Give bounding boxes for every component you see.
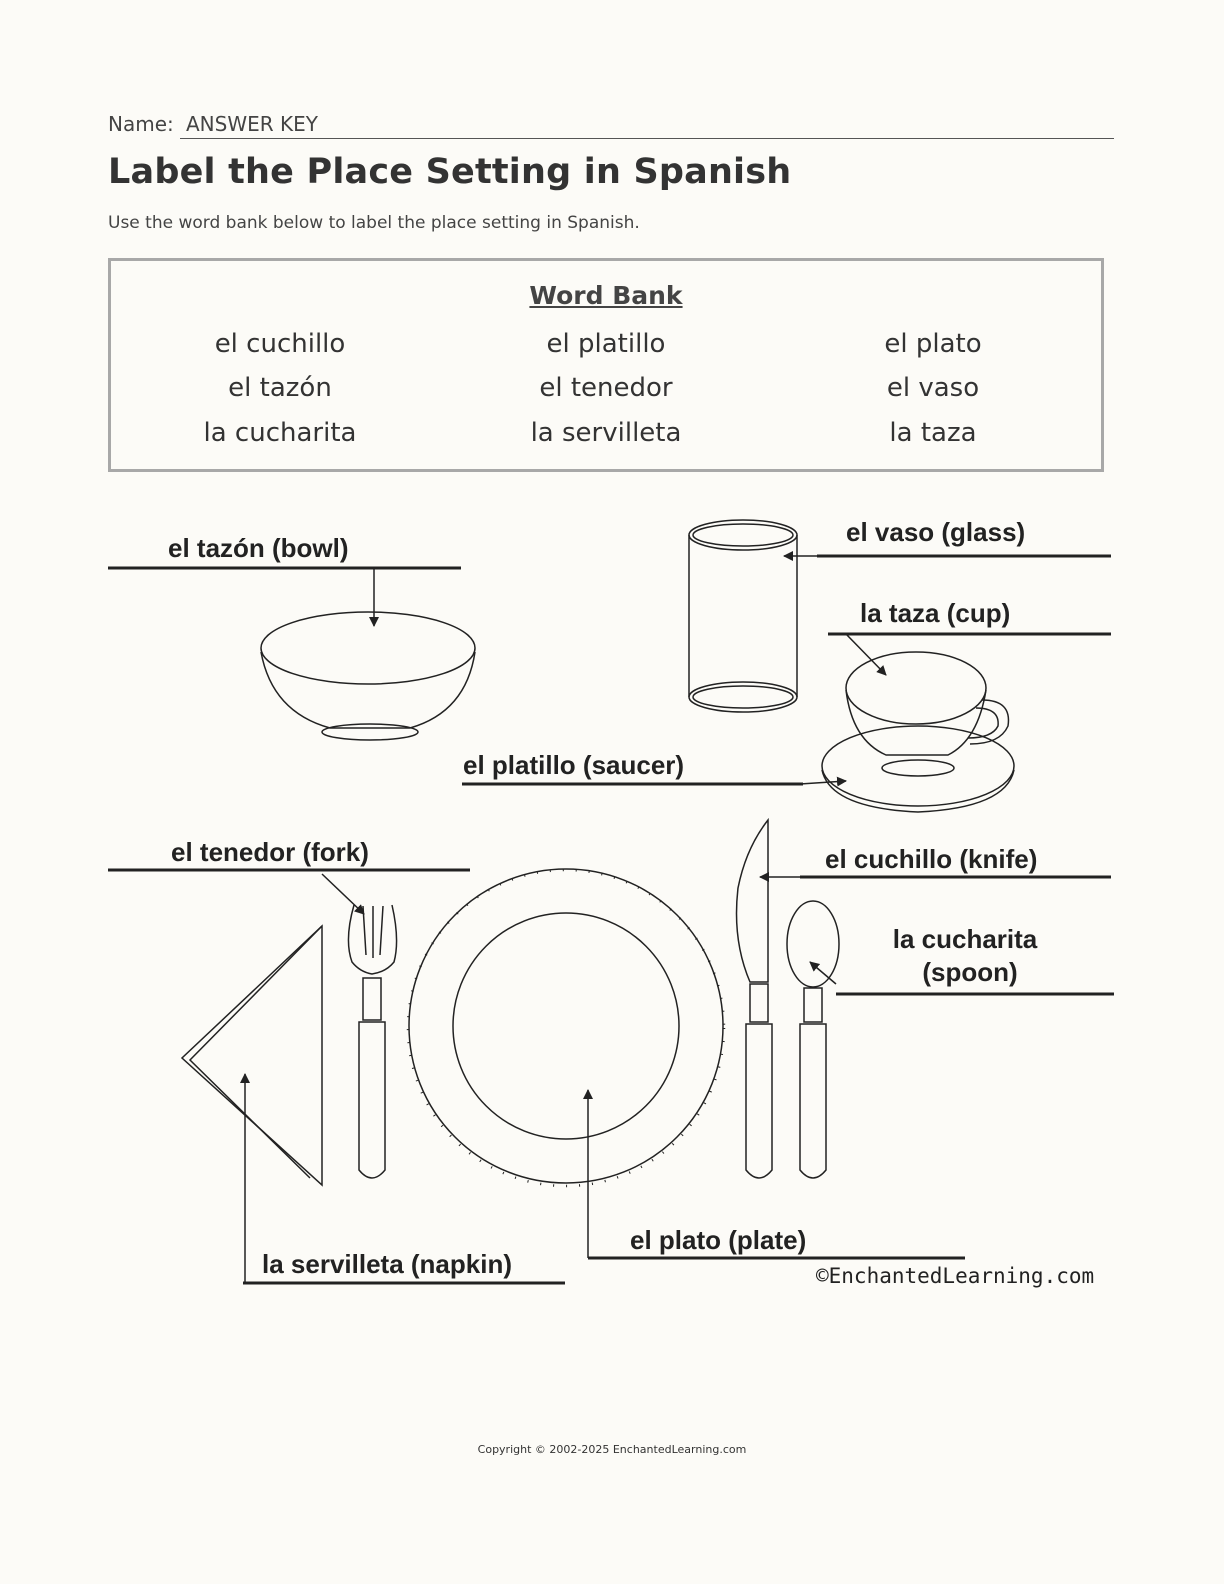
- glass-label: el vaso (glass): [846, 517, 1025, 547]
- napkin-label: la servilleta (napkin): [262, 1249, 512, 1279]
- plate-icon: [408, 869, 724, 1186]
- cup-icon: [846, 652, 1008, 776]
- spoon-label-line1: la cucharita: [893, 924, 1038, 954]
- napkin-icon: [182, 926, 322, 1185]
- saucer-label: el platillo (saucer): [463, 750, 684, 780]
- fork-icon: [348, 905, 396, 1178]
- footer-copyright: Copyright © 2002-2025 EnchantedLearning.…: [0, 1443, 1224, 1456]
- saucer-arrow: [800, 781, 846, 784]
- spoon-label-line2: (spoon): [922, 957, 1017, 987]
- bowl-label: el tazón (bowl): [168, 533, 349, 563]
- fork-label: el tenedor (fork): [171, 837, 369, 867]
- spoon-icon: [787, 901, 839, 1178]
- bowl-icon: [261, 612, 475, 740]
- fork-arrow: [322, 874, 364, 914]
- image-credit: ©EnchantedLearning.com: [816, 1264, 1094, 1288]
- cup-arrow: [846, 634, 886, 675]
- plate-label: el plato (plate): [630, 1225, 806, 1255]
- cup-label: la taza (cup): [860, 598, 1010, 628]
- knife-label: el cuchillo (knife): [825, 844, 1037, 874]
- glass-icon: [689, 520, 797, 712]
- knife-icon: [737, 820, 773, 1178]
- saucer-icon: [822, 726, 1014, 812]
